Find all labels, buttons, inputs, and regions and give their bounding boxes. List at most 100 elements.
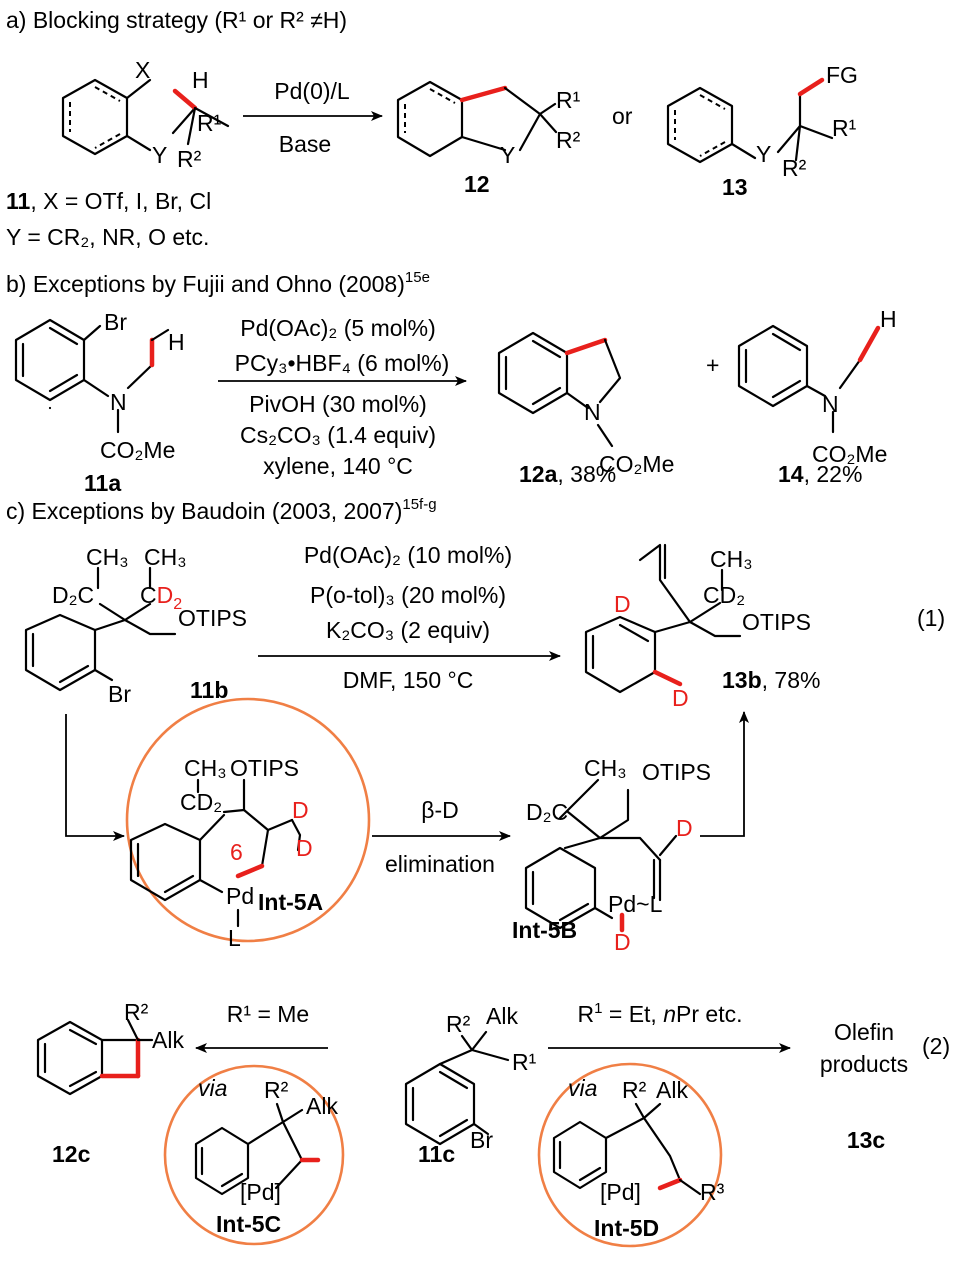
compound-12-structure: Y R¹ R² bbox=[396, 80, 581, 168]
equation-2-number: (2) bbox=[922, 1033, 950, 1059]
condition-b-4: Cs₂CO₃ (1.4 equiv) bbox=[240, 422, 436, 448]
compound-12a-structure: N CO₂Me bbox=[497, 331, 674, 477]
condition-b-2: PCy₃•HBF₄ (6 mol%) bbox=[235, 350, 450, 376]
condition-left: R¹ = Me bbox=[227, 1001, 309, 1027]
int-5c-label: Int-5C bbox=[216, 1211, 281, 1237]
atom-y: Y bbox=[152, 142, 167, 168]
condition-b-1: Pd(OAc)₂ (5 mol%) bbox=[240, 315, 436, 341]
condition-c1-2: P(o-tol)₃ (20 mol%) bbox=[310, 582, 506, 608]
ring-size-5a: 6 bbox=[230, 839, 243, 865]
atom-h: H bbox=[192, 67, 209, 93]
condition-c1-1: Pd(OAc)₂ (10 mol%) bbox=[304, 542, 512, 568]
int-5b-label: Int-5B bbox=[512, 917, 577, 943]
compound-12c-label: 12c bbox=[52, 1141, 91, 1167]
reagent-a-top: Pd(0)/L bbox=[274, 78, 350, 104]
atom-pd-5a: Pd bbox=[226, 883, 254, 909]
atom-r2: R² bbox=[177, 146, 202, 172]
atom-otips-11b: OTIPS bbox=[178, 605, 247, 631]
compound-13b-structure: D CH₃ CD₂ OTIPS D bbox=[584, 543, 811, 711]
atom-otips-13b: OTIPS bbox=[742, 609, 811, 635]
arrow-to-13b bbox=[700, 711, 749, 837]
int-5c-circle bbox=[163, 1064, 345, 1246]
atom-co2me-14: CO₂Me bbox=[812, 441, 887, 467]
atom-co2me-12a: CO₂Me bbox=[599, 451, 674, 477]
atom-d-aryl: D bbox=[672, 685, 689, 711]
condition-c1-4: DMF, 150 °C bbox=[343, 667, 474, 693]
atom-l-5a: L bbox=[228, 925, 241, 951]
arrow-to-int5a bbox=[65, 714, 125, 841]
atom-h-14: H bbox=[880, 306, 897, 332]
atom-otips-5b: OTIPS bbox=[642, 759, 711, 785]
section-c-title: c) Exceptions by Baudoin (2003, 2007)15f… bbox=[6, 496, 437, 524]
atom-ch3-b: CH₃ bbox=[144, 544, 187, 570]
atom-ch3-13b: CH₃ bbox=[710, 546, 753, 572]
atom-r1: R¹ bbox=[197, 110, 222, 136]
atom-alk-12c: Alk bbox=[152, 1027, 184, 1053]
atom-n-14: N bbox=[822, 391, 839, 417]
atom-r2-12c: R² bbox=[124, 999, 149, 1025]
atom-r1-11c: R¹ bbox=[512, 1049, 537, 1075]
atom-r2-13: R² bbox=[782, 155, 807, 181]
compound-14-label: 14, 22% bbox=[778, 461, 862, 487]
section-b-title: b) Exceptions by Fujii and Ohno (2008)15… bbox=[6, 269, 430, 297]
atom-alk-5d: Alk bbox=[656, 1077, 688, 1103]
atom-h-11a: H bbox=[168, 329, 185, 355]
compound-13-label: 13 bbox=[722, 174, 748, 200]
compound-11a-label: 11a bbox=[84, 470, 121, 496]
atom-y-13: Y bbox=[756, 141, 771, 167]
atom-ch3-a: CH₃ bbox=[86, 544, 129, 570]
atom-br-11a: Br bbox=[104, 309, 127, 335]
atom-r2-5d: R² bbox=[622, 1077, 647, 1103]
int-5a-structure: CH₃ OTIPS CD₂ D D 6 Pd L bbox=[129, 755, 313, 951]
equation-1-number: (1) bbox=[917, 605, 945, 631]
compound-12c-structure: R² Alk bbox=[36, 999, 184, 1096]
reagent-a-bottom: Base bbox=[279, 131, 331, 157]
atom-r2-12: R² bbox=[556, 127, 581, 153]
atom-d2c: D₂C bbox=[52, 582, 94, 608]
atom-d-5a-2: D bbox=[296, 835, 313, 861]
condition-right: R1 = Et, nPr etc. bbox=[578, 1000, 743, 1027]
atom-pd-5c: [Pd] bbox=[240, 1179, 281, 1205]
compound-11-desc: 11, X = OTf, I, Br, Cl bbox=[6, 188, 211, 214]
condition-c1-3: K₂CO₃ (2 equiv) bbox=[326, 617, 490, 643]
compound-14-structure: H N CO₂Me bbox=[737, 306, 897, 467]
compound-11-structure: X H Y R¹ R² bbox=[61, 57, 230, 172]
condition-b-5: xylene, 140 °C bbox=[263, 453, 413, 479]
int-5b-structure: CH₃ D₂C OTIPS D Pd~L D bbox=[524, 755, 711, 955]
compound-13-structure: FG Y R¹ R² bbox=[666, 62, 858, 181]
compound-11-desc2: Y = CR₂, NR, O etc. bbox=[6, 224, 209, 250]
compound-11c-label: 11c bbox=[418, 1141, 455, 1167]
atom-y-12: Y bbox=[500, 142, 515, 168]
compound-11b-structure: CH₃ CH₃ D₂C CD2 OTIPS Br bbox=[24, 544, 247, 707]
int-5c-structure: via R² Alk [Pd] bbox=[194, 1075, 338, 1205]
via-5d: via bbox=[568, 1075, 597, 1101]
compound-13b-label: 13b, 78% bbox=[722, 667, 820, 693]
atom-r1-12: R¹ bbox=[556, 87, 581, 113]
int-5d-structure: via R² Alk R³ [Pd] bbox=[552, 1075, 725, 1205]
atom-r2-5c: R² bbox=[264, 1077, 289, 1103]
atom-d-5a-1: D bbox=[292, 797, 309, 823]
compound-11a-structure: Br H N CO₂Me bbox=[14, 309, 185, 463]
step-beta-d: β-D bbox=[421, 797, 459, 823]
int-5d-circle bbox=[537, 1062, 723, 1248]
atom-n-12a: N bbox=[584, 399, 601, 425]
via-5c: via bbox=[198, 1075, 227, 1101]
olefin-line2: products bbox=[820, 1051, 908, 1077]
atom-r1-13: R¹ bbox=[832, 115, 857, 141]
plus-sign: + bbox=[706, 352, 719, 378]
atom-d-5b: D bbox=[676, 815, 693, 841]
atom-alk-5c: Alk bbox=[306, 1093, 338, 1119]
atom-br-11c: Br bbox=[470, 1127, 493, 1153]
int-5a-circle bbox=[125, 697, 371, 943]
atom-cd2-red: CD2 bbox=[140, 582, 182, 613]
compound-11c-structure: R² Alk R¹ Br bbox=[404, 1003, 537, 1153]
compound-13c-label: 13c bbox=[847, 1127, 886, 1153]
compound-12a-label: 12a, 38% bbox=[519, 461, 616, 487]
compound-12-label: 12 bbox=[464, 171, 490, 197]
section-a-title: a) Blocking strategy (R¹ or R² ≠H) bbox=[6, 7, 347, 33]
atom-pd-5b: Pd~L bbox=[608, 891, 663, 917]
atom-alk-11c: Alk bbox=[486, 1003, 518, 1029]
int-5d-label: Int-5D bbox=[594, 1215, 659, 1241]
